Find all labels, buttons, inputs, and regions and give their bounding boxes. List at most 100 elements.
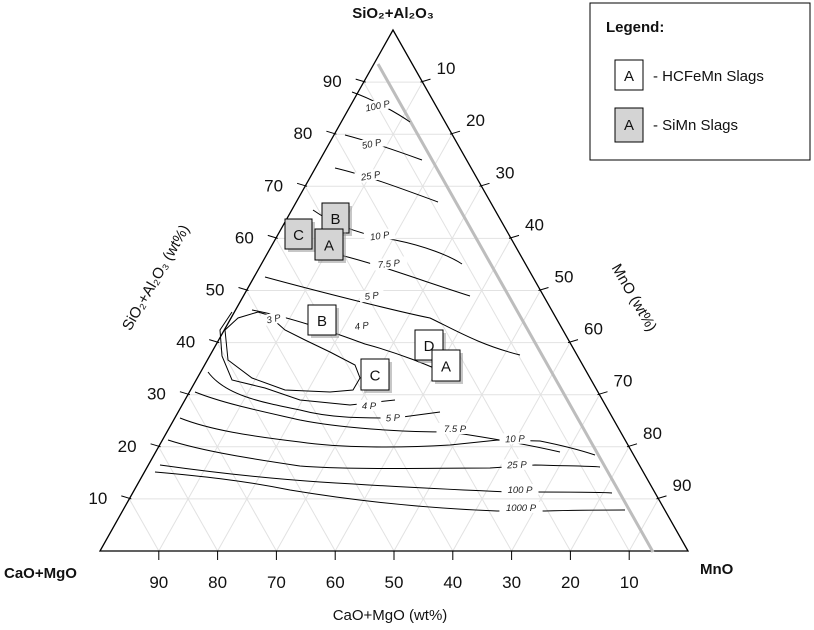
bottom-tick-label: 10 bbox=[620, 573, 639, 592]
isoviscosity-label-bg bbox=[260, 310, 287, 327]
contour-1000p bbox=[154, 471, 626, 512]
bottom-tick-label: 90 bbox=[149, 573, 168, 592]
contour-5p-lower bbox=[207, 371, 441, 419]
isoviscosity-label-text: 1000 P bbox=[506, 503, 537, 514]
left-tick bbox=[355, 78, 366, 83]
corner-left-label: CaO+MgO bbox=[4, 565, 77, 582]
isoviscosity-label-text: 10 P bbox=[505, 434, 526, 446]
right-tick-label: 50 bbox=[555, 268, 574, 287]
isoviscosity-label-text: 4 P bbox=[354, 320, 370, 333]
bottom-tick-label: 50 bbox=[385, 573, 404, 592]
slag-marker-box bbox=[431, 349, 461, 382]
isoviscosity-label-bg bbox=[355, 134, 388, 153]
isoviscosity-label-text: 5 P bbox=[364, 290, 380, 303]
isoviscosity-label: 5 P bbox=[380, 411, 406, 424]
left-tick bbox=[150, 443, 161, 448]
isoviscosity-label-bg bbox=[380, 411, 406, 424]
grid-line bbox=[187, 394, 277, 552]
left-tick-label: 10 bbox=[88, 489, 107, 508]
contour-4p-inner bbox=[219, 311, 396, 406]
contour-7-5p-upper bbox=[339, 254, 471, 297]
bottom-axis-label: CaO+MgO (wt%) bbox=[333, 607, 448, 624]
slag-marker-box bbox=[314, 228, 344, 261]
contour-50p bbox=[344, 134, 423, 161]
left-tick bbox=[238, 287, 249, 291]
slag-marker-hcfemn-a: A bbox=[431, 349, 463, 384]
left-tick bbox=[296, 182, 308, 187]
legend-marker-hcfemn bbox=[614, 59, 644, 91]
right-tick-label: 40 bbox=[525, 215, 544, 234]
right-tick bbox=[449, 130, 461, 135]
right-tick-label: 60 bbox=[584, 320, 603, 339]
bottom-tick-label: 20 bbox=[561, 573, 580, 592]
left-tick-label: 30 bbox=[147, 385, 166, 404]
isoviscosity-label-bg bbox=[499, 502, 543, 513]
tick-marks bbox=[121, 78, 667, 560]
tick-labels: 9010908020807030706040605050504060403070… bbox=[88, 59, 691, 592]
isoviscosity-label: 3 P bbox=[260, 310, 287, 327]
slag-marker-label: A bbox=[324, 238, 334, 255]
contour-10p-lower bbox=[179, 417, 596, 456]
isoviscosity-label-bg bbox=[501, 458, 533, 471]
isoviscosity-label: 25 P bbox=[501, 458, 533, 472]
left-tick-label: 40 bbox=[176, 333, 195, 352]
grid-line bbox=[393, 290, 541, 552]
contour-25p-lower bbox=[167, 439, 601, 469]
legend-marker-simn bbox=[614, 107, 644, 143]
liquidus-boundary-line bbox=[376, 63, 655, 553]
isoviscosity-label-bg bbox=[358, 288, 385, 303]
grid-line bbox=[628, 498, 659, 552]
right-tick bbox=[656, 495, 667, 500]
legend-marker-hcfemn-label: A bbox=[624, 68, 634, 85]
contour-5p-upper bbox=[264, 276, 521, 356]
right-tick-label: 80 bbox=[643, 424, 662, 443]
left-tick bbox=[179, 391, 191, 396]
isoviscosity-label-text: 25 P bbox=[359, 169, 382, 184]
legend: Legend: A - HCFeMn Slags A - SiMn Slags bbox=[589, 2, 811, 161]
isoviscosity-label-text: 4 P bbox=[362, 401, 377, 412]
slag-marker-label: C bbox=[293, 227, 304, 244]
grid-line bbox=[363, 81, 630, 552]
isoviscosity-label: 100 P bbox=[358, 96, 397, 115]
isoviscosity-label-bg bbox=[369, 256, 408, 271]
corner-right-label: MnO bbox=[700, 561, 734, 578]
left-tick-label: 50 bbox=[206, 281, 225, 300]
grid-line bbox=[158, 81, 423, 552]
bottom-tick-label: 40 bbox=[443, 573, 462, 592]
isoviscosity-label: 4 P bbox=[356, 400, 382, 412]
isoviscosity-label-bg bbox=[348, 318, 375, 333]
right-tick bbox=[626, 443, 638, 448]
isoviscosity-label-bg bbox=[499, 432, 531, 445]
right-tick bbox=[597, 391, 608, 396]
right-tick bbox=[567, 339, 579, 344]
isoviscosity-label-bg bbox=[358, 96, 397, 115]
slag-marker-label: B bbox=[330, 211, 340, 228]
right-tick bbox=[508, 234, 520, 239]
right-tick bbox=[479, 182, 490, 187]
bottom-tick-label: 30 bbox=[502, 573, 521, 592]
isoviscosity-label: 10 P bbox=[499, 432, 531, 446]
isoviscosity-label-text: 7.5 P bbox=[377, 258, 401, 271]
slag-marker-hcfemn-c: C bbox=[360, 358, 392, 393]
grid-line bbox=[128, 498, 160, 552]
grid-line bbox=[511, 394, 600, 552]
ternary-grid bbox=[128, 81, 659, 552]
isoviscosity-label-bg bbox=[356, 400, 382, 411]
corner-top-label: SiO₂+Al₂O₃ bbox=[352, 5, 434, 22]
grid-line bbox=[275, 238, 454, 552]
isoviscosity-label-text: 25 P bbox=[506, 460, 528, 472]
isoviscosity-label-bg bbox=[436, 423, 474, 434]
grid-line bbox=[246, 290, 395, 552]
slag-marker-box bbox=[360, 358, 390, 391]
legend-item-hcfemn: - HCFeMn Slags bbox=[653, 68, 764, 85]
left-tick bbox=[326, 130, 337, 135]
right-tick-label: 10 bbox=[437, 59, 456, 78]
slag-marker-label: A bbox=[441, 359, 451, 376]
isoviscosity-label-text: 5 P bbox=[385, 412, 401, 424]
right-tick-label: 70 bbox=[614, 372, 633, 391]
left-tick-label: 80 bbox=[293, 124, 312, 143]
isoviscosity-label: 5 P bbox=[358, 288, 385, 303]
slag-marker-hcfemn-b: B bbox=[307, 304, 339, 338]
